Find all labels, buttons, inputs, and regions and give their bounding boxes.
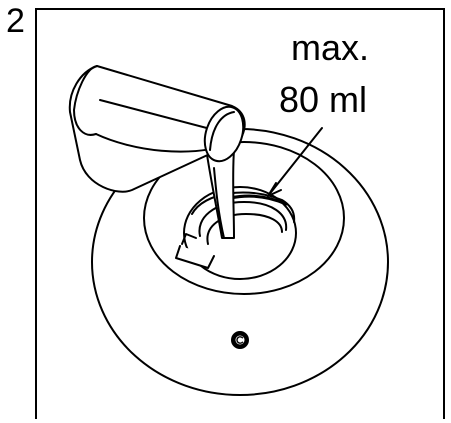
max-label: max. — [291, 27, 370, 68]
max-fill-line — [228, 194, 288, 206]
filling-opening-rim — [191, 191, 296, 223]
measuring-jug-body — [68, 65, 246, 193]
max-volume-label: 80 ml — [279, 79, 368, 120]
latch-tab — [175, 245, 215, 269]
jug-spout — [203, 105, 245, 163]
liquid-stream — [205, 147, 235, 239]
filling-opening-inner — [198, 201, 288, 237]
callout-pointer — [267, 127, 323, 197]
step-frame — [35, 8, 445, 419]
step-number: 2 — [6, 2, 25, 40]
measuring-jug-rim — [73, 65, 98, 136]
